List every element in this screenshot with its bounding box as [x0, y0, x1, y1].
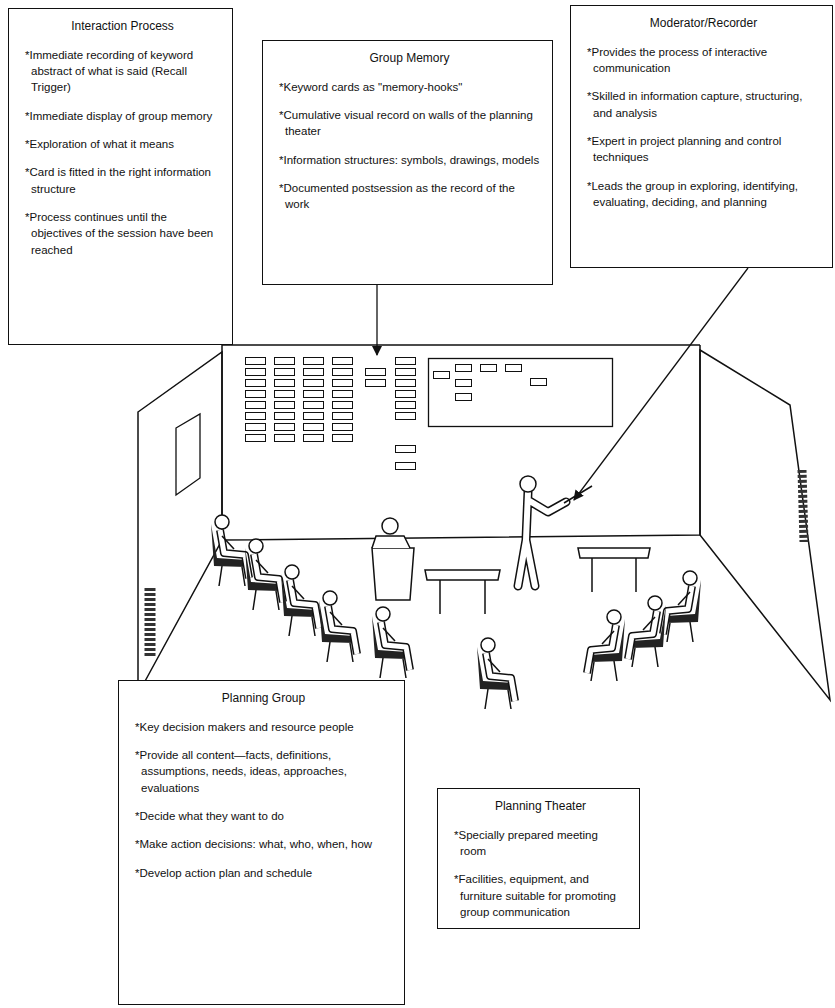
bullet-text: *Process continues until the objectives … — [25, 209, 220, 258]
wall-chart — [176, 414, 200, 495]
left-wall — [138, 352, 222, 694]
person-head — [520, 476, 536, 492]
seated-person — [663, 571, 701, 642]
box-heading: Planning Theater — [454, 799, 627, 815]
box-heading: Interaction Process — [25, 19, 220, 35]
keyword-card — [456, 394, 472, 401]
lectern — [372, 548, 414, 600]
bullet-text: *Facilities, equipment, and furniture su… — [454, 871, 627, 920]
bullet-text: *Key decision makers and resource people — [135, 719, 392, 735]
bullet-text: *Leads the group in exploring, identifyi… — [587, 178, 820, 211]
seated-person — [245, 539, 283, 610]
keyword-card — [456, 365, 472, 372]
seated-person — [587, 610, 625, 681]
moderator-figure — [518, 492, 566, 586]
wall-chart — [429, 359, 613, 427]
seated-person — [372, 607, 410, 678]
bullet-text: *Make action decisions: what, who, when,… — [135, 836, 392, 852]
keyword-card — [396, 358, 416, 365]
person-body — [372, 536, 410, 548]
keyword-card — [396, 446, 416, 453]
table — [578, 548, 650, 592]
bullet-text: *Exploration of what it means — [25, 136, 220, 152]
box-heading: Group Memory — [279, 51, 540, 67]
seated-person — [211, 515, 249, 586]
bullet-text: *Immediate recording of keyword abstract… — [25, 47, 220, 96]
keyword-card — [396, 413, 416, 420]
moderator-figure — [518, 492, 566, 586]
bullet-text: *Cumulative visual record on walls of th… — [279, 107, 540, 140]
keyword-card — [366, 369, 386, 376]
right-wall — [700, 350, 830, 700]
wall-cards — [145, 588, 156, 656]
keyword-card — [506, 365, 522, 372]
seated-person — [628, 596, 666, 667]
leader-arrow — [574, 268, 748, 500]
box-heading: Planning Group — [135, 691, 392, 707]
back-wall — [222, 345, 700, 540]
bullet-text: *Decide what they want to do — [135, 808, 392, 824]
callout-box: Group Memory *Keyword cards as "memory-ho… — [262, 40, 553, 285]
keyword-card — [396, 380, 416, 387]
callout-box: Planning Theater *Specially prepared meet… — [437, 788, 640, 929]
callout-box: Interaction Process *Immediate recording … — [8, 8, 233, 345]
seated-person — [477, 638, 515, 709]
seated-person — [281, 565, 319, 636]
bullet-text: *Skilled in information capture, structu… — [587, 88, 820, 121]
callout-box: Moderator/Recorder *Provides the process … — [570, 5, 833, 268]
bullet-text: *Provides the process of interactive com… — [587, 44, 820, 77]
keyword-card — [396, 463, 416, 470]
keyword-card — [396, 402, 416, 409]
callout-box: Planning Group *Key decision makers and r… — [118, 680, 405, 1005]
bullet-text: *Develop action plan and schedule — [135, 865, 392, 881]
keyword-card — [481, 365, 497, 372]
bullet-text: *Specially prepared meeting room — [454, 827, 627, 860]
leader-arrow — [376, 285, 377, 355]
bullet-text: *Keyword cards as "memory-hooks" — [279, 79, 540, 95]
keyword-card — [434, 372, 450, 379]
seated-person — [319, 591, 357, 662]
person-head — [382, 518, 398, 534]
keyword-card — [396, 369, 416, 376]
card-grid — [245, 357, 361, 445]
bullet-text: *Expert in project planning and control … — [587, 133, 820, 166]
wall-cards — [802, 470, 804, 542]
bullet-text: *Provide all content—facts, definitions,… — [135, 747, 392, 796]
box-heading: Moderator/Recorder — [587, 16, 820, 32]
keyword-card — [366, 380, 386, 387]
bullet-text: *Information structures: symbols, drawin… — [279, 152, 540, 168]
bullet-text: *Card is fitted in the right information… — [25, 164, 220, 197]
bullet-text: *Immediate display of group memory — [25, 108, 220, 124]
bullet-text: *Documented postsession as the record of… — [279, 180, 540, 213]
table — [425, 570, 500, 614]
keyword-card — [456, 380, 472, 387]
keyword-card — [396, 391, 416, 398]
keyword-card — [531, 379, 547, 386]
